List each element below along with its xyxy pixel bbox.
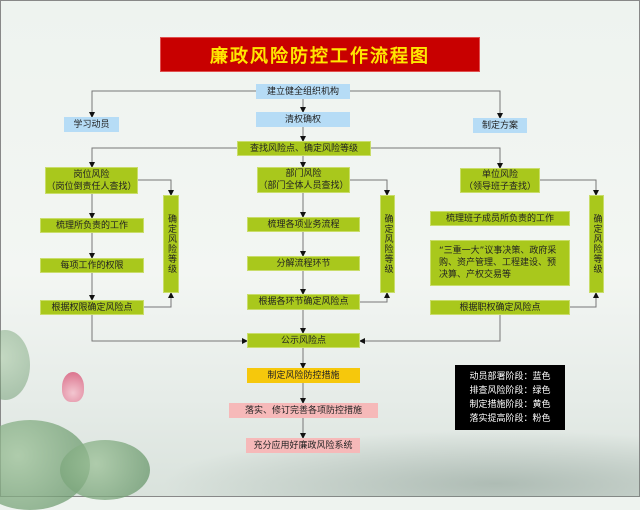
node-clarify: 清权确权 — [256, 112, 350, 127]
node-mobilize: 学习动员 — [64, 117, 119, 132]
node-unit-level: 确定风险等级 — [589, 195, 604, 293]
post-risk-title: 岗位风险 — [73, 169, 110, 180]
node-dept-risk: 部门风险 （部门全体人员查找） — [257, 167, 350, 193]
node-plan: 制定方案 — [473, 118, 527, 133]
lotus-flower-decoration — [62, 372, 84, 402]
legend-item: 落实提高阶段：粉色 — [469, 413, 551, 424]
unit-risk-subtitle: （领导班子查找） — [463, 181, 536, 192]
node-dept-step-3: 根据各环节确定风险点 — [247, 294, 360, 310]
page-title: 廉政风险防控工作流程图 — [160, 37, 480, 72]
node-unit-step-2: “三重一大”议事决策、政府采购、资产管理、工程建设、预决算、产权交易等 — [430, 240, 570, 286]
node-post-level: 确定风险等级 — [163, 195, 179, 293]
color-legend: 动员部署阶段：蓝色 排查风险阶段：绿色 制定措施阶段：黄色 落实提高阶段：粉色 — [455, 365, 565, 430]
legend-item: 制定措施阶段：黄色 — [469, 399, 551, 410]
node-implement: 落实、修订完善各项防控措施 — [229, 403, 378, 418]
post-risk-subtitle: （岗位倒责任人查找） — [46, 181, 137, 192]
node-unit-step-3: 根据职权确定风险点 — [430, 300, 570, 315]
node-measures: 制定风险防控措施 — [247, 368, 360, 383]
node-post-step-3: 根据权限确定风险点 — [40, 300, 144, 315]
lotus-leaf-decoration — [60, 440, 150, 500]
mountain-mist-decoration — [160, 430, 640, 497]
connector-lines — [89, 90, 599, 439]
node-find: 查找风险点、确定风险等级 — [237, 141, 371, 156]
legend-item: 排查风险阶段：绿色 — [469, 385, 551, 396]
unit-risk-title: 单位风险 — [481, 169, 518, 180]
node-org: 建立健全组织机构 — [256, 84, 350, 99]
dept-risk-subtitle: （部门全体人员查找） — [258, 181, 349, 191]
node-post-step-1: 梳理所负责的工作 — [40, 218, 144, 233]
node-post-step-2: 每项工作的权限 — [40, 258, 144, 273]
legend-item: 动员部署阶段：蓝色 — [469, 371, 551, 382]
node-apply: 充分应用好廉政风险系统 — [246, 438, 360, 453]
node-unit-step-1: 梳理班子成员所负责的工作 — [430, 211, 570, 226]
node-dept-step-1: 梳理各项业务流程 — [247, 217, 360, 232]
node-dept-level: 确定风险等级 — [380, 195, 395, 293]
node-publish: 公示风险点 — [247, 333, 360, 348]
node-unit-risk: 单位风险 （领导班子查找） — [460, 168, 540, 193]
node-post-risk: 岗位风险 （岗位倒责任人查找） — [45, 167, 138, 194]
node-dept-step-2: 分解流程环节 — [247, 256, 360, 271]
dept-risk-title: 部门风险 — [285, 169, 322, 179]
